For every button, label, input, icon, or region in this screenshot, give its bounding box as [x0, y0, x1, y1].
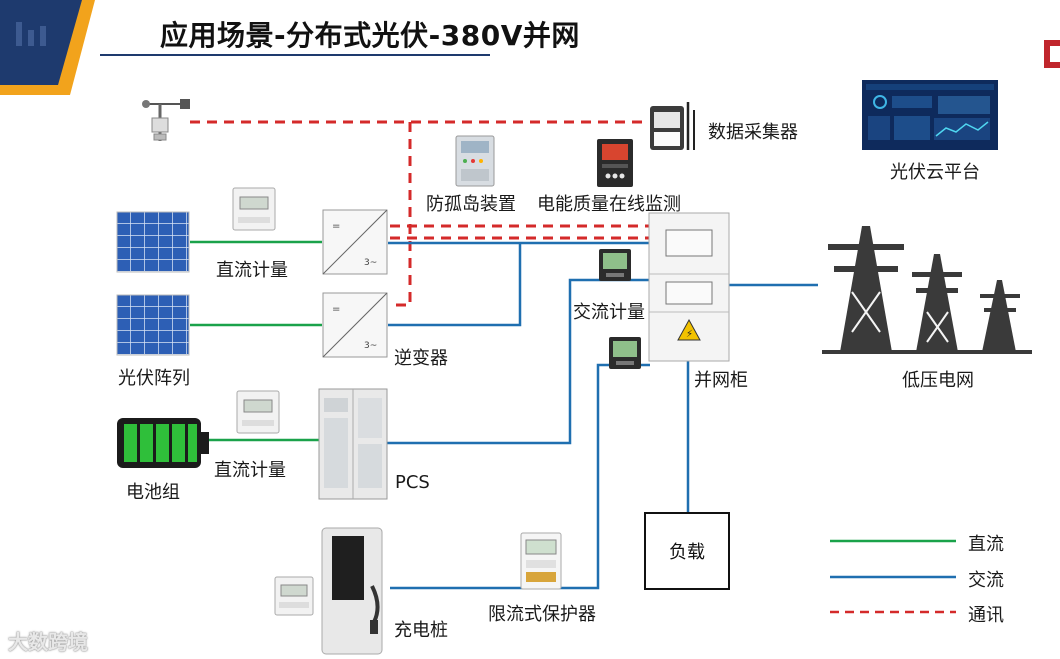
pcs-cabinet-icon [318, 388, 388, 500]
charging-pile-icon [321, 527, 383, 655]
pcs-label: PCS [395, 472, 430, 493]
pv-panel-2-icon [116, 294, 190, 356]
header-decoration [0, 0, 95, 95]
dc-meter-1-label: 直流计量 [216, 260, 288, 281]
page-title: 应用场景-分布式光伏-380V并网 [160, 19, 580, 52]
legend-lines [830, 539, 956, 614]
legend-dc: 直流 [968, 534, 1004, 555]
pv-array-label: 光伏阵列 [118, 368, 190, 389]
title-underline [100, 54, 490, 56]
svg-text:=: = [332, 221, 340, 232]
legend-ac: 交流 [968, 570, 1004, 591]
dc-lines [190, 240, 322, 442]
inverter-1-icon: = 3~ [322, 209, 388, 275]
power-quality-label: 电能质量在线监测 [537, 194, 681, 215]
limiter-label: 限流式保护器 [488, 604, 596, 625]
pv-cloud-screen [862, 80, 998, 150]
anti-islanding-label: 防孤岛装置 [426, 194, 516, 215]
data-collector-label: 数据采集器 [708, 122, 798, 143]
transmission-tower-icon [822, 226, 1032, 354]
power-quality-monitor-icon [597, 139, 633, 187]
dc-meter-1-icon [232, 187, 276, 231]
ac-meter-2-icon [609, 337, 641, 369]
pv-panel-1-icon [116, 211, 190, 273]
battery-icon [117, 418, 209, 468]
low-voltage-grid-label: 低压电网 [902, 370, 974, 391]
current-limiter-icon [520, 532, 562, 590]
ac-lines [386, 241, 818, 590]
charger-meter-icon [274, 576, 314, 616]
inverter-label: 逆变器 [394, 348, 448, 369]
pv-cloud-label: 光伏云平台 [890, 162, 980, 183]
watermark: 大数跨境 [8, 630, 88, 654]
data-collector-icon [650, 102, 695, 150]
grid-cabinet-label: 并网柜 [694, 370, 748, 391]
dc-meter-2-label: 直流计量 [214, 460, 286, 481]
battery-label: 电池组 [126, 482, 180, 503]
svg-text:3~: 3~ [364, 258, 377, 268]
grid-cabinet-icon: ⚡ [648, 212, 730, 362]
inverter-2-icon: = 3~ [322, 292, 388, 358]
weather-station-icon [142, 99, 190, 141]
load-label: 负载 [669, 542, 705, 563]
ac-meter-1-icon [599, 249, 631, 281]
load-box: 负载 [644, 512, 730, 590]
charger-label: 充电桩 [394, 620, 448, 641]
svg-text:⚡: ⚡ [686, 329, 693, 340]
legend-comm: 通讯 [968, 605, 1004, 626]
brand-logo [1044, 40, 1060, 68]
svg-text:3~: 3~ [364, 341, 377, 351]
dc-meter-2-icon [236, 390, 280, 434]
svg-text:=: = [332, 304, 340, 315]
ac-meter-label: 交流计量 [573, 302, 645, 323]
comm-lines [190, 120, 650, 307]
anti-islanding-device-icon [455, 135, 495, 187]
